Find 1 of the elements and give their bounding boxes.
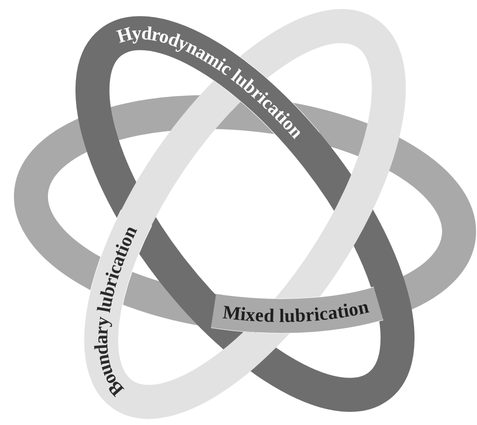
ring-label: Mixed lubrication [222, 296, 371, 326]
